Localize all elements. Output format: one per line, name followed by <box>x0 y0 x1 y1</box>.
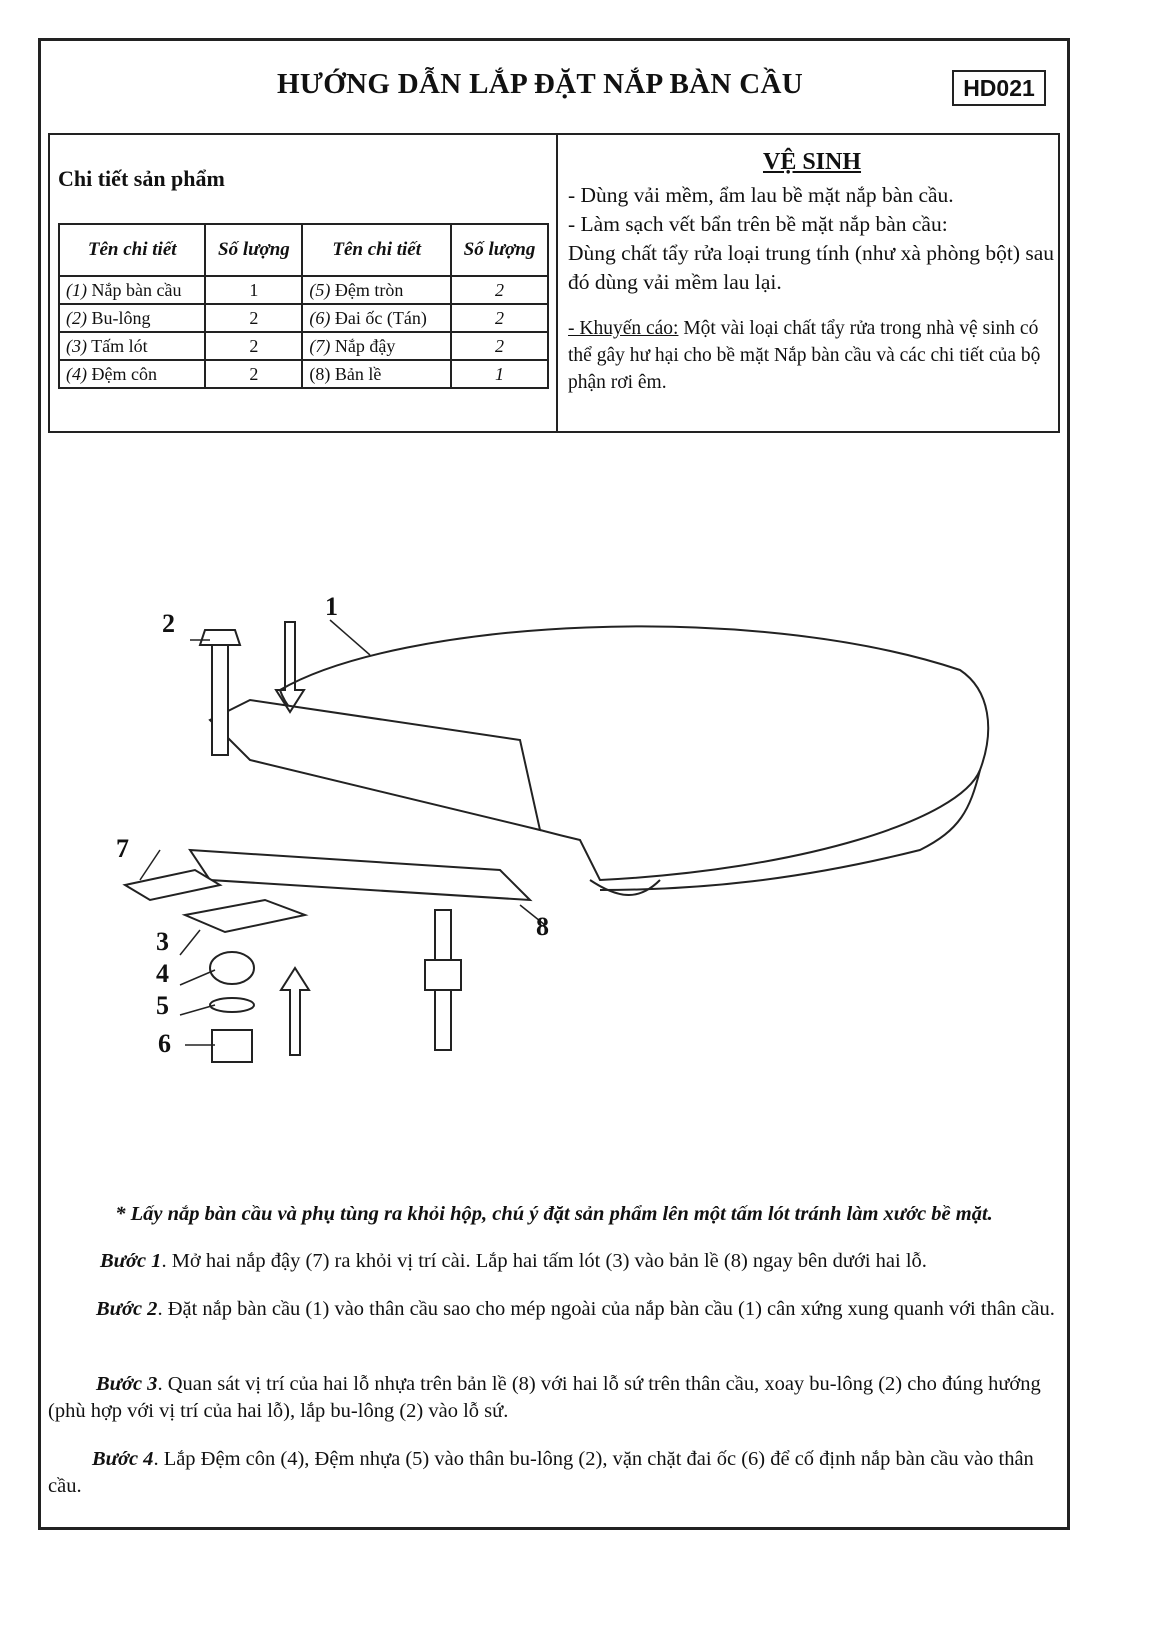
page-border <box>38 38 1070 1530</box>
part-name: (4) Đệm côn <box>57 359 207 389</box>
part-name: (3) Tấm lót <box>57 331 207 361</box>
lid-edge <box>599 769 981 891</box>
document-code: HD021 <box>952 70 1046 106</box>
part-qty: 2 <box>450 303 549 333</box>
part-qty: 2 <box>450 331 549 361</box>
step-text: . Quan sát vị trí của hai lỗ nhựa trên b… <box>48 1373 1041 1422</box>
part-label-4: 4 <box>156 959 169 988</box>
step-label: Bước 1 <box>100 1250 162 1272</box>
part-label: Đệm tròn <box>330 279 404 300</box>
warning-text: Một vài loại chất tẩy rửa trong nhà vệ s… <box>568 318 1041 393</box>
part-label: Nắp đậy <box>330 335 396 356</box>
part-label-5: 5 <box>156 991 169 1020</box>
cleaning-line: - Dùng vải mềm, ẩm lau bề mặt nắp bàn cầ… <box>568 183 954 207</box>
part-label-7: 7 <box>116 834 129 863</box>
part-label: Đệm côn <box>87 363 157 384</box>
bolt-shaft <box>211 644 229 756</box>
arrow-down <box>274 621 306 714</box>
part-label: Đai ốc (Tán) <box>330 307 427 328</box>
column-divider <box>556 133 558 432</box>
part-label-8: 8 <box>536 912 549 941</box>
part-qty: 2 <box>204 359 304 389</box>
table-row: (2) Bu-lông 2 (6) Đai ốc (Tán) 2 <box>57 303 549 333</box>
part-name: (6) Đai ốc (Tán) <box>301 303 453 333</box>
table-row: (3) Tấm lót 2 (7) Nắp đậy 2 <box>57 331 549 361</box>
part-number: (2) <box>66 307 87 328</box>
table-row: (1) Nắp bàn cầu 1 (5) Đệm tròn 2 <box>57 275 549 305</box>
part-name: (7) Nắp đậy <box>301 331 453 361</box>
details-title: Chi tiết sản phẩm <box>58 166 225 191</box>
part-number: (5) <box>309 279 331 300</box>
arrow-up <box>279 966 311 1056</box>
part-number: (3) <box>66 335 87 356</box>
part-qty: 2 <box>204 303 304 333</box>
table-header: Tên chi tiết Số lượng Tên chi tiết Số lư… <box>57 223 549 277</box>
cleaning-section: VỆ SINH - Dùng vải mềm, ẩm lau bề mặt nắ… <box>568 148 1056 396</box>
assembly-diagram: 1 2 3 4 5 6 7 8 <box>116 592 990 1063</box>
part-label: (8) Bản lề <box>309 363 382 384</box>
cover-7 <box>122 868 223 902</box>
table-row: (4) Đệm côn 2 (8) Bản lề 1 <box>57 359 549 389</box>
prep-note: * Lấy nắp bàn cầu và phụ tùng ra khỏi hộ… <box>115 1203 993 1225</box>
cleaning-line: Dùng chất tẩy rửa loại trung tính (như x… <box>568 241 1055 294</box>
step-text: . Mở hai nắp đậy (7) ra khỏi vị trí cài.… <box>161 1250 927 1272</box>
col-header: Tên chi tiết <box>57 223 207 277</box>
part-label: Nắp bàn cầu <box>87 279 182 300</box>
part-label-6: 6 <box>158 1029 171 1058</box>
hinge-base <box>188 848 533 902</box>
part-label-2: 2 <box>162 609 175 638</box>
warning: - Khuyến cáo: Một vài loại chất tẩy rửa … <box>568 315 1056 396</box>
part-name: (1) Nắp bàn cầu <box>57 275 207 305</box>
step-label: Bước 4 <box>92 1448 154 1470</box>
page-title: HƯỚNG DẪN LẮP ĐẶT NẮP BÀN CẦU <box>277 68 803 100</box>
col-header: Số lượng <box>450 223 549 277</box>
part-label-3: 3 <box>156 927 169 956</box>
info-box <box>48 133 1060 433</box>
parts-table: Tên chi tiết Số lượng Tên chi tiết Số lư… <box>57 223 549 389</box>
part-qty: 2 <box>204 331 304 361</box>
plate-3 <box>181 898 309 934</box>
part-name: (8) Bản lề <box>301 359 453 389</box>
cleaning-title: VỆ SINH <box>762 149 862 175</box>
part-label: Tấm lót <box>87 335 148 356</box>
part-number: (1) <box>66 279 87 300</box>
step-text: . Đặt nắp bàn cầu (1) vào thân cầu sao c… <box>157 1298 1055 1320</box>
part-qty: 2 <box>450 275 549 305</box>
bolt-right-nut <box>424 959 462 991</box>
step-3: Bước 3. Quan sát vị trí của hai lỗ nhựa … <box>48 1371 1060 1425</box>
part-qty: 1 <box>204 275 304 305</box>
part-number: (4) <box>66 363 87 384</box>
part-qty: 1 <box>450 359 549 389</box>
part-number: (7) <box>309 335 331 356</box>
part-name: (5) Đệm tròn <box>301 275 453 305</box>
col-header: Số lượng <box>204 223 304 277</box>
step-label: Bước 2 <box>96 1298 158 1320</box>
step-4: Bước 4. Lắp Đệm côn (4), Đệm nhựa (5) và… <box>48 1446 1060 1500</box>
washer-5 <box>209 997 255 1013</box>
cleaning-line: - Làm sạch vết bẩn trên bề mặt nắp bàn c… <box>568 212 948 236</box>
washer-4 <box>209 951 255 985</box>
step-2: Bước 2. Đặt nắp bàn cầu (1) vào thân cầu… <box>48 1296 1060 1323</box>
nut-6 <box>211 1029 253 1063</box>
step-text: . Lắp Đệm côn (4), Đệm nhựa (5) vào thân… <box>48 1448 1034 1497</box>
warning-label: - Khuyến cáo: <box>568 318 679 339</box>
col-header: Tên chi tiết <box>301 223 453 277</box>
lid-edge <box>589 879 661 896</box>
step-label: Bước 3 <box>96 1373 158 1395</box>
part-label-1: 1 <box>325 592 338 621</box>
part-number: (6) <box>309 307 331 328</box>
bolt-head <box>198 629 242 646</box>
step-1: Bước 1. Mở hai nắp đậy (7) ra khỏi vị tr… <box>48 1248 1060 1275</box>
part-label: Bu-lông <box>87 307 151 328</box>
hinge <box>208 698 542 832</box>
part-name: (2) Bu-lông <box>57 303 207 333</box>
